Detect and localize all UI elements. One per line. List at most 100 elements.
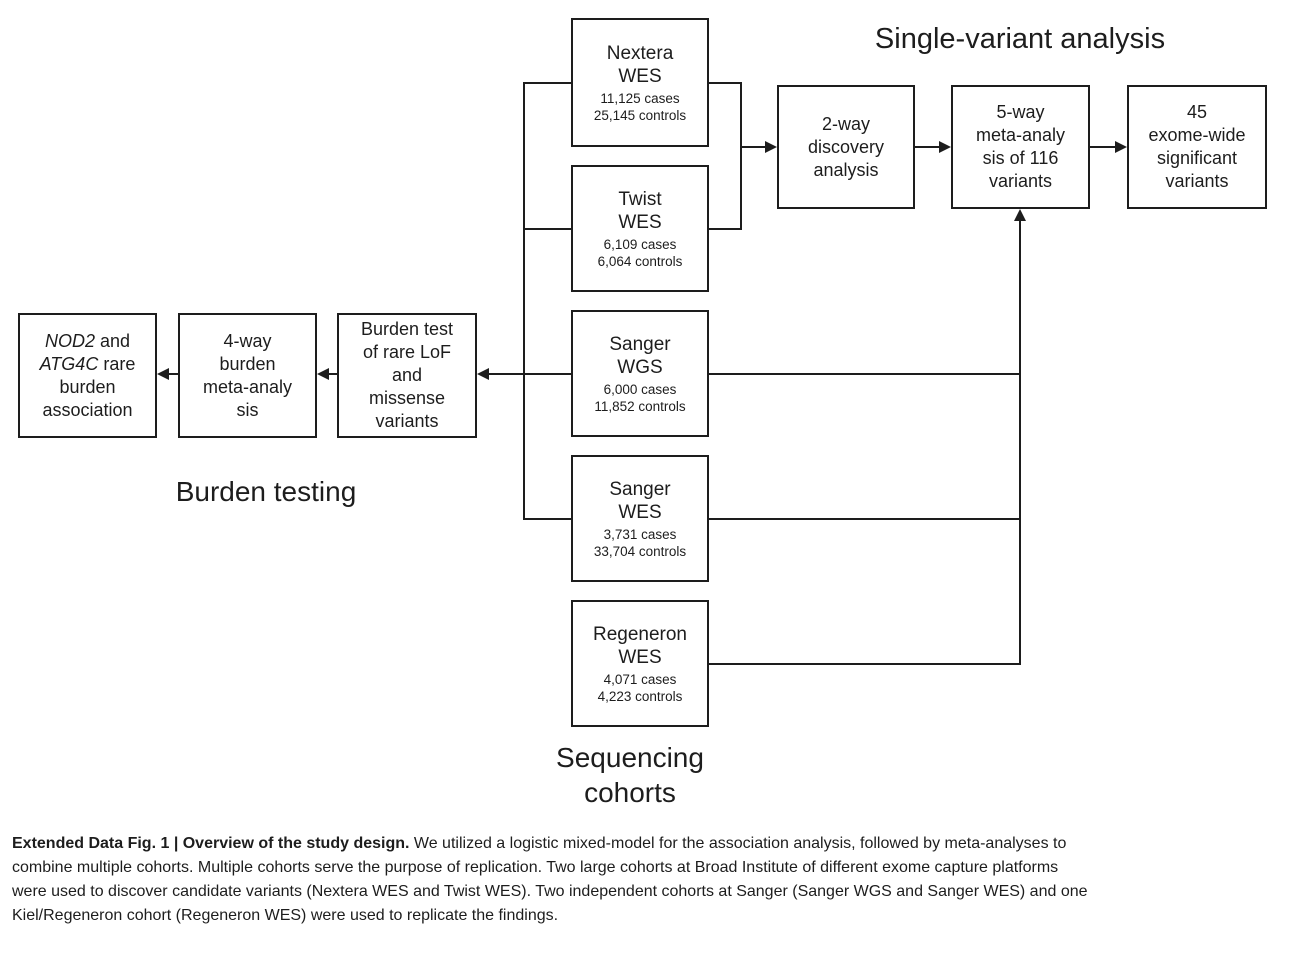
connector-sanger-wes-right-stub — [709, 518, 1019, 520]
connector-5way-to-45 — [1090, 146, 1115, 148]
cohort-stats: 3,731 cases 33,704 controls — [594, 526, 686, 560]
text-line: meta-analy — [202, 376, 293, 397]
cases-count: 6,109 cases — [603, 236, 677, 252]
cohort-name: Sanger WES — [609, 478, 670, 524]
connector-twist-left-stub — [523, 228, 571, 230]
box-5way-meta-analysis: 5-way meta-analy sis of 116 variants — [951, 85, 1090, 209]
text-line: sis of 116 — [982, 148, 1059, 168]
text-line: 5-way — [996, 102, 1045, 122]
caption-line: were used to discover candidate variants… — [12, 883, 1088, 900]
text-line: analysis — [813, 159, 879, 180]
connector-discovery-to-5way — [915, 146, 939, 148]
text-line: and — [391, 365, 423, 385]
sequencing-title-line1: Sequencing — [556, 742, 704, 773]
text-line: missense — [368, 388, 446, 408]
cohort-stats: 11,125 cases 25,145 controls — [594, 90, 686, 124]
text-line: variants — [988, 171, 1053, 191]
sequencing-cohorts-title: Sequencing cohorts — [480, 740, 780, 810]
text-line: Twist — [618, 188, 662, 210]
caption-text: We utilized a logistic mixed-model for t… — [409, 835, 1067, 852]
text-line: 2-way — [821, 113, 870, 134]
connector-nextera-right-stub — [709, 82, 742, 84]
box-nod2-atg4c-burden-association: NOD2 and ATG4C rare burden association — [18, 313, 157, 438]
connector-left-trunk — [523, 82, 525, 520]
arrowhead-into-nod2 — [157, 368, 169, 380]
connector-wgs-to-burden-test — [489, 373, 571, 375]
caption-line: Extended Data Fig. 1 | Overview of the s… — [12, 832, 1298, 856]
connector-discovery-bracket — [740, 82, 742, 230]
text-line: NOD2 and — [45, 330, 130, 353]
connector-bracket-to-discovery — [740, 146, 765, 148]
controls-count: 4,223 controls — [597, 688, 683, 704]
connector-twist-right-stub — [709, 228, 742, 230]
cohort-box-nextera-wes: Nextera WES 11,125 cases 25,145 controls — [571, 18, 709, 147]
cohort-stats: 4,071 cases 4,223 controls — [598, 671, 683, 705]
connector-right-trunk — [1019, 221, 1021, 665]
cases-count: 11,125 cases — [600, 90, 680, 106]
text-line: Sanger — [609, 333, 671, 355]
text-line: meta-analy — [975, 125, 1066, 145]
cohort-name: Nextera WES — [607, 42, 674, 88]
burden-testing-title: Burden testing — [175, 476, 357, 507]
text-line: significant — [1156, 148, 1238, 168]
arrowhead-into-burden-test — [477, 368, 489, 380]
arrowhead-into-45 — [1115, 141, 1127, 153]
caption-bold-title: Extended Data Fig. 1 | Overview of the s… — [12, 835, 410, 852]
text-line: association — [42, 399, 133, 420]
text-line: WGS — [617, 356, 663, 378]
controls-count: 11,852 controls — [594, 398, 686, 414]
connector-nextera-left-stub — [523, 82, 571, 84]
cases-count: 3,731 cases — [603, 526, 677, 542]
arrowhead-into-discovery — [765, 141, 777, 153]
controls-count: 25,145 controls — [593, 107, 687, 123]
gene-atg4c: ATG4C — [39, 353, 99, 374]
caption-line: combine multiple cohorts. Multiple cohor… — [12, 859, 1059, 876]
connector-sanger-wes-left-stub — [523, 518, 571, 520]
cohort-stats: 6,109 cases 6,064 controls — [598, 236, 683, 270]
text-line: variants — [1165, 171, 1229, 191]
text-line: Sanger — [609, 478, 671, 500]
arrowhead-into-4way — [317, 368, 329, 380]
cases-count: 4,071 cases — [603, 671, 677, 687]
cases-count: 6,000 cases — [603, 381, 677, 397]
box-2way-discovery-analysis: 2-way discovery analysis — [777, 85, 915, 209]
text-segment: rare — [98, 353, 136, 374]
cohort-box-sanger-wes: Sanger WES 3,731 cases 33,704 controls — [571, 455, 709, 582]
connector-4way-to-nod2 — [169, 373, 178, 375]
connector-regeneron-right-stub — [709, 663, 1021, 665]
single-variant-analysis-title: Single-variant analysis — [874, 23, 1166, 55]
box-4way-burden-meta-analysis: 4-way burden meta-analy sis — [178, 313, 317, 438]
connector-wgs-right-stub — [709, 373, 1019, 375]
cohort-name: Twist WES — [618, 188, 661, 234]
text-line: WES — [618, 501, 662, 523]
cohort-box-sanger-wgs: Sanger WGS 6,000 cases 11,852 controls — [571, 310, 709, 437]
box-45-exome-wide-significant-variants: 45 exome-wide significant variants — [1127, 85, 1267, 209]
text-line: exome-wide — [1148, 125, 1246, 145]
text-line: burden — [59, 376, 116, 397]
cohort-name: Sanger WGS — [609, 333, 670, 379]
arrowhead-up-into-5way — [1014, 209, 1026, 221]
cohort-box-regeneron-wes: Regeneron WES 4,071 cases 4,223 controls — [571, 600, 709, 727]
text-line: WES — [618, 211, 662, 233]
text-line: ATG4C rare — [40, 353, 136, 376]
caption-line: Kiel/Regeneron cohort (Regeneron WES) we… — [12, 907, 559, 924]
cohort-stats: 6,000 cases 11,852 controls — [594, 381, 685, 415]
box-burden-test-rare-lof-missense: Burden test of rare LoF and missense var… — [337, 313, 477, 438]
cohort-name: Regeneron WES — [593, 623, 687, 669]
connector-test-to-4way — [329, 373, 337, 375]
figure-caption: Extended Data Fig. 1 | Overview of the s… — [12, 832, 1298, 928]
text-line: Regeneron — [592, 623, 688, 645]
gene-nod2: NOD2 — [44, 330, 95, 351]
text-segment: and — [94, 330, 131, 351]
text-line: burden — [219, 353, 276, 374]
text-line: Nextera — [606, 42, 674, 64]
cohort-box-twist-wes: Twist WES 6,109 cases 6,064 controls — [571, 165, 709, 292]
text-line: 45 — [1186, 102, 1208, 122]
text-line: WES — [618, 65, 662, 87]
controls-count: 6,064 controls — [597, 253, 683, 269]
text-line: WES — [618, 646, 662, 668]
arrowhead-into-5way — [939, 141, 951, 153]
sequencing-title-line2: cohorts — [584, 777, 676, 808]
text-line: discovery — [807, 136, 885, 157]
